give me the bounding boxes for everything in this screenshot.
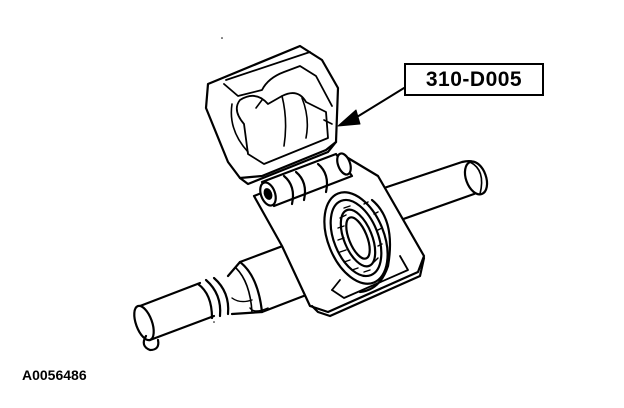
hinge-pin: [259, 152, 354, 208]
bearing-press-tool-icon: [204, 44, 340, 186]
figure-id: A0056486: [22, 367, 87, 383]
tool-number-callout: 310-D005: [404, 63, 544, 96]
callout-leader-arrow: [337, 87, 405, 127]
tool-number-label: 310-D005: [425, 67, 523, 91]
bearing-icon: [323, 191, 392, 294]
